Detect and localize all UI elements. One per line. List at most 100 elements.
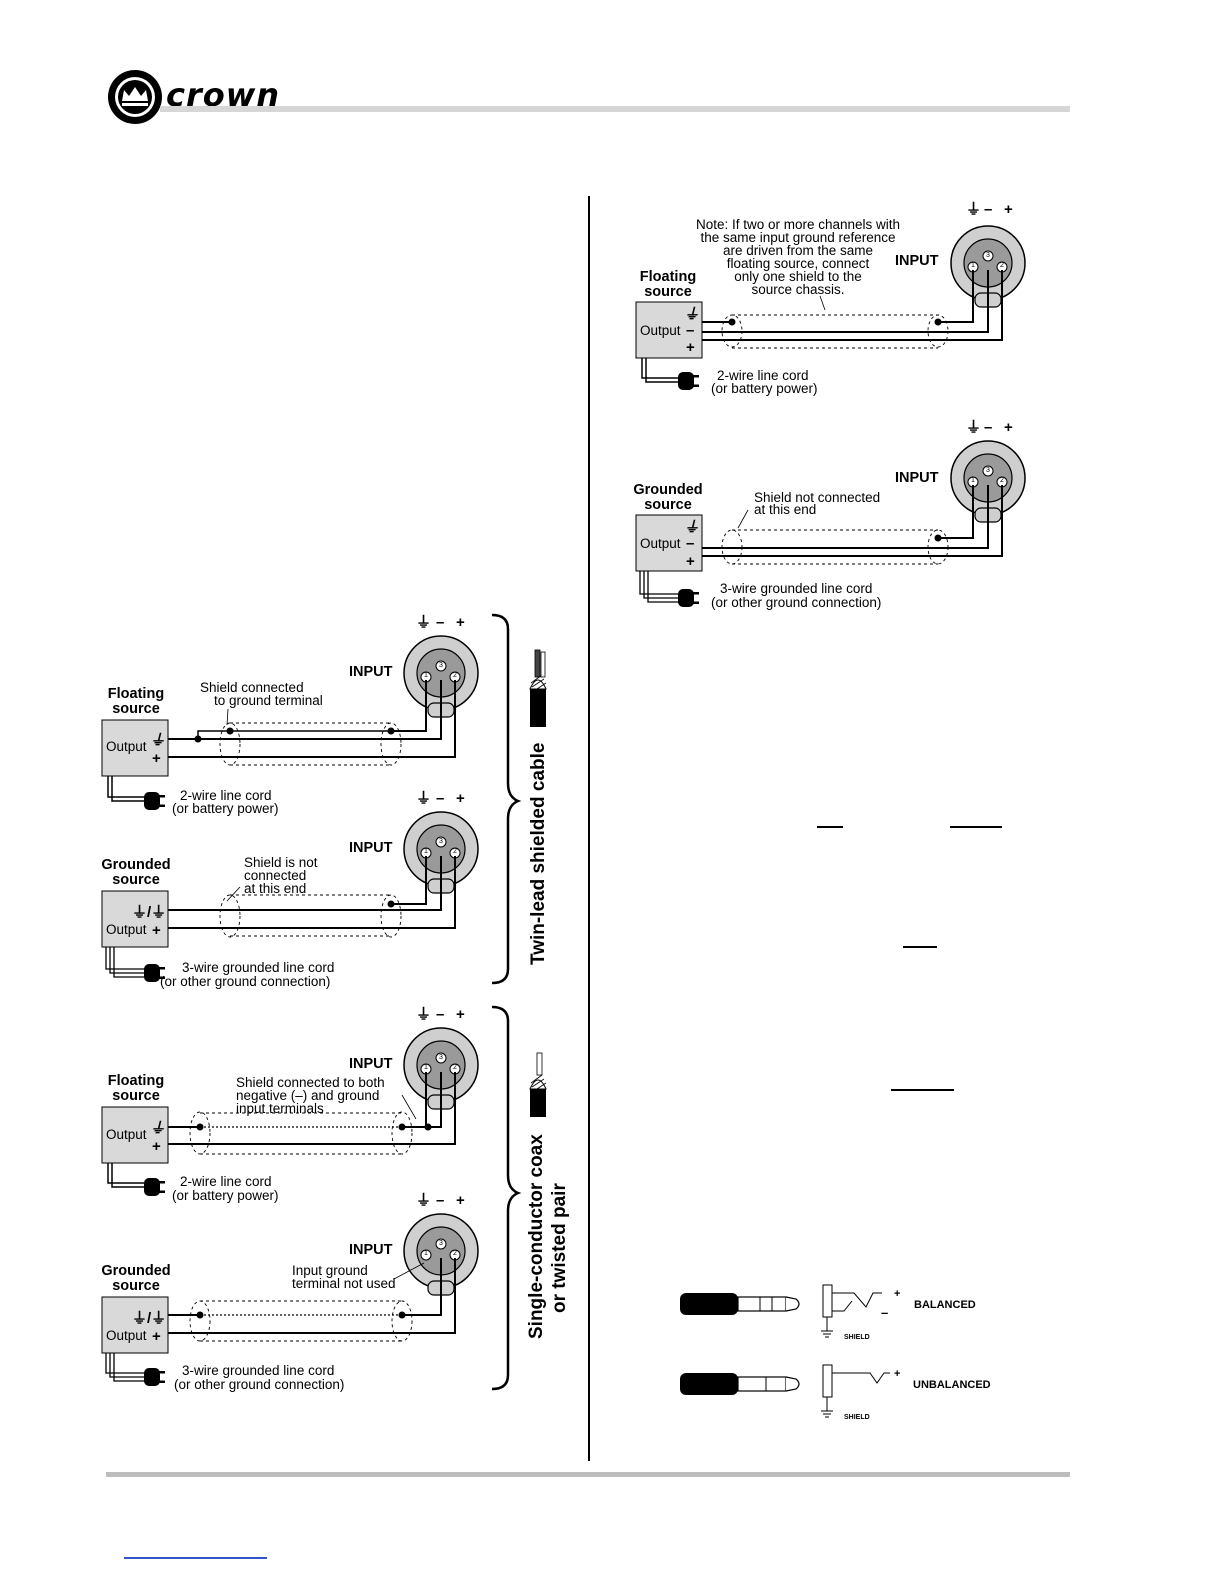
svg-text:3-wire grounded line cord: 3-wire grounded line cord <box>182 1363 334 1378</box>
svg-text:Output: Output <box>106 1127 147 1142</box>
svg-text:+: + <box>152 922 161 939</box>
svg-text:3: 3 <box>986 252 990 259</box>
svg-text:⏚/⏚: ⏚/⏚ <box>132 904 166 921</box>
svg-text:are driven from the same: are driven from the same <box>723 243 873 258</box>
svg-text:(or other ground connection): (or other ground connection) <box>174 1377 344 1392</box>
svg-text:Single-conductor coax: Single-conductor coax <box>526 1134 547 1339</box>
diagram-twin-grounded: ⏚–+ 1 3 2 INPUT Shield is not connected … <box>101 790 479 989</box>
balanced-label: BALANCED <box>914 1299 976 1311</box>
svg-text:3: 3 <box>986 467 990 474</box>
bottom-link-underline[interactable] <box>124 1557 267 1559</box>
column-divider <box>588 196 590 1461</box>
svg-text:1: 1 <box>424 1250 428 1257</box>
svg-text:Note: If two or more channels: Note: If two or more channels with <box>696 217 900 232</box>
svg-text:+: + <box>686 339 695 356</box>
crown-logo-icon <box>108 70 162 124</box>
svg-text:Input ground: Input ground <box>292 1263 368 1278</box>
svg-text:3: 3 <box>439 662 443 669</box>
svg-text:Output: Output <box>106 922 147 937</box>
svg-text:–: – <box>984 201 992 218</box>
svg-text:+: + <box>152 1138 161 1155</box>
svg-text:1: 1 <box>424 672 428 679</box>
svg-text:the same input ground referenc: the same input ground reference <box>700 230 895 245</box>
svg-text:1: 1 <box>424 848 428 855</box>
svg-text:+: + <box>1004 419 1013 436</box>
svg-text:2-wire line cord: 2-wire line cord <box>180 788 272 803</box>
svg-text:INPUT: INPUT <box>349 1056 393 1072</box>
svg-text:+: + <box>152 750 161 767</box>
svg-text:Grounded: Grounded <box>101 857 170 873</box>
svg-text:Output: Output <box>106 1328 147 1343</box>
svg-text:3: 3 <box>439 1240 443 1247</box>
svg-text:⏚: ⏚ <box>150 1120 165 1137</box>
svg-text:1: 1 <box>424 1064 428 1071</box>
svg-text:2-wire line cord: 2-wire line cord <box>180 1174 272 1189</box>
svg-text:–: – <box>436 1006 444 1023</box>
svg-text:Output: Output <box>640 536 681 551</box>
svg-text:Shield connected to both: Shield connected to both <box>236 1075 385 1090</box>
svg-text:source: source <box>112 872 160 888</box>
svg-text:2: 2 <box>1000 477 1004 484</box>
svg-text:INPUT: INPUT <box>895 470 939 486</box>
svg-text:(or battery power): (or battery power) <box>172 1188 279 1203</box>
svg-text:⏚: ⏚ <box>416 614 431 631</box>
svg-text:source: source <box>112 701 160 717</box>
diagram-floating-source-xlr: ⏚–+ 1 3 2 INPUT Note: If two or more cha… <box>635 201 1026 396</box>
svg-text:Output: Output <box>106 739 147 754</box>
svg-text:at this end: at this end <box>754 502 816 517</box>
svg-text:1: 1 <box>971 477 975 484</box>
svg-text:⏚: ⏚ <box>966 201 981 218</box>
svg-text:⏚: ⏚ <box>684 519 699 536</box>
input-label: INPUT <box>895 253 939 269</box>
svg-text:negative (–) and ground: negative (–) and ground <box>236 1088 379 1103</box>
svg-text:3: 3 <box>439 838 443 845</box>
svg-text:SHIELD: SHIELD <box>844 1334 870 1341</box>
svg-text:+: + <box>152 1328 161 1345</box>
svg-text:–: – <box>436 790 444 807</box>
balanced-jack: + – BALANCED SHIELD <box>680 1284 976 1341</box>
svg-text:+: + <box>456 614 465 631</box>
svg-text:SHIELD: SHIELD <box>844 1414 870 1421</box>
footer-divider <box>106 1472 1070 1477</box>
svg-text:+: + <box>456 1006 465 1023</box>
svg-text:+: + <box>894 1288 900 1300</box>
svg-text:–: – <box>436 614 444 631</box>
svg-text:+: + <box>456 790 465 807</box>
svg-text:only one shield to the: only one shield to the <box>734 269 862 284</box>
svg-text:floating source, connect: floating source, connect <box>727 256 870 271</box>
svg-text:(or other ground connection): (or other ground connection) <box>160 974 330 989</box>
diagram-left-column: ⏚–+ 1 3 2 INPUT Shield connected to grou… <box>101 613 570 1392</box>
svg-text:source: source <box>644 497 692 513</box>
svg-text:1: 1 <box>971 262 975 269</box>
svg-text:⏚: ⏚ <box>150 732 165 749</box>
svg-text:source: source <box>644 284 692 300</box>
svg-text:2: 2 <box>1000 262 1004 269</box>
underline-mark <box>903 946 937 948</box>
unbalanced-label: UNBALANCED <box>913 1379 991 1391</box>
svg-text:3-wire grounded line cord: 3-wire grounded line cord <box>182 960 334 975</box>
underline-mark <box>891 1089 954 1091</box>
svg-text:3: 3 <box>439 1054 443 1061</box>
svg-text:2: 2 <box>453 1250 457 1257</box>
svg-text:terminal not used: terminal not used <box>292 1276 396 1291</box>
svg-text:2-wire line cord: 2-wire line cord <box>717 368 809 383</box>
bracket-twin-lead <box>491 613 522 985</box>
svg-text:Grounded: Grounded <box>101 1263 170 1279</box>
svg-text:+: + <box>894 1368 900 1380</box>
svg-text:INPUT: INPUT <box>349 840 393 856</box>
svg-text:2: 2 <box>453 672 457 679</box>
underline-mark <box>950 826 1002 828</box>
svg-text:at this end: at this end <box>244 881 306 896</box>
svg-text:⏚: ⏚ <box>966 419 981 436</box>
svg-text:+: + <box>1004 201 1013 218</box>
phone-jack-diagrams: + – BALANCED SHIELD + UNBALANCED SHIELD <box>680 1284 991 1421</box>
svg-text:–: – <box>686 322 694 339</box>
single-conductor-cable-icon <box>529 1052 547 1117</box>
svg-text:–: – <box>881 1305 888 1320</box>
svg-text:+: + <box>686 553 695 570</box>
svg-text:2: 2 <box>453 1064 457 1071</box>
header-divider <box>160 106 1070 112</box>
svg-text:+: + <box>456 1192 465 1209</box>
svg-text:2: 2 <box>453 848 457 855</box>
svg-text:INPUT: INPUT <box>349 1242 393 1258</box>
